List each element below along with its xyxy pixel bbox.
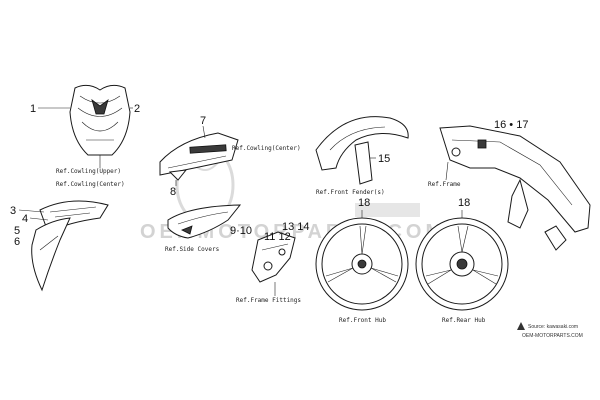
callout-1: 1 <box>30 103 36 115</box>
under-cover-part[interactable] <box>167 204 242 239</box>
lower-cowling-part[interactable] <box>31 200 109 292</box>
callout-8: 8 <box>170 186 176 198</box>
bracket-part[interactable] <box>251 231 296 283</box>
ref-front-hub: Ref.Front Hub <box>339 317 386 324</box>
callout-9-10: 9·10 <box>230 225 252 237</box>
callout-13-14: 13 14 <box>282 221 310 233</box>
callout-11-12: 11 12 <box>264 231 291 243</box>
callout-18-front: 18 <box>358 197 370 209</box>
callout-16-17: 16 • 17 <box>494 119 528 131</box>
source-line-1: Source: kawasaki.com <box>528 324 578 330</box>
callout-6: 6 <box>14 236 20 248</box>
rear-wheel-part[interactable] <box>415 217 509 311</box>
side-fairing-part[interactable] <box>159 132 239 181</box>
callout-7: 7 <box>200 115 206 127</box>
front-fender-part[interactable] <box>315 116 409 185</box>
callout-2: 2 <box>134 103 140 115</box>
ref-cowling-center-2: Ref.Cowling(Center) <box>232 145 301 152</box>
ref-front-fender: Ref.Front Fender(s) <box>316 189 385 196</box>
front-wheel-part[interactable] <box>315 217 409 311</box>
source-line-2: OEM-MOTORPARTS.COM <box>522 333 583 339</box>
callout-15: 15 <box>378 153 390 165</box>
ref-rear-hub: Ref.Rear Hub <box>442 317 486 324</box>
ref-side-covers: Ref.Side Covers <box>165 246 220 253</box>
frame-part[interactable] <box>439 125 591 251</box>
callout-5: 5 <box>14 225 20 237</box>
callout-18-rear: 18 <box>458 197 470 209</box>
ref-cowling-center-1: Ref.Cowling(Center) <box>56 181 125 188</box>
ref-cowling-upper: Ref.Cowling(Upper) <box>56 168 121 175</box>
ref-frame-fittings: Ref.Frame Fittings <box>236 297 301 304</box>
upper-cowling-part[interactable] <box>69 84 131 156</box>
callout-4: 4 <box>22 213 28 225</box>
source-stamp: Source: kawasaki.com OEM-MOTORPARTS.COM <box>517 322 583 339</box>
callout-3: 3 <box>10 205 16 217</box>
ref-frame: Ref.Frame <box>428 181 461 188</box>
